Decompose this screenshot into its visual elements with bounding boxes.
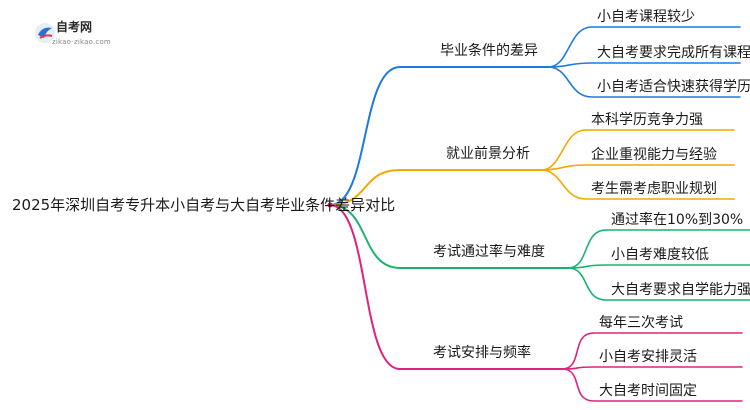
leaf-1-1: 小自考课程较少 [597,9,695,25]
leaf-4-3: 大自考时间固定 [599,383,697,399]
connector-leaf-4-3 [561,368,743,402]
connector-leaf-1-1 [547,26,741,68]
connector-root-branch-1 [329,66,401,206]
branch-pass-rate-difficulty: 考试通过率与难度 [433,244,545,260]
leaf-1-2: 大自考要求完成所有课程 [597,45,750,61]
logo-icon [35,23,55,43]
leaf-4-2: 小自考安排灵活 [599,349,697,365]
logo-name: 自考网 [56,20,93,34]
site-logo[interactable] [34,20,144,50]
branch-exam-schedule: 考试安排与频率 [433,345,531,361]
branch-graduation-conditions: 毕业条件的差异 [440,43,538,59]
leaf-3-3: 大自考要求自学能力强 [611,282,750,298]
root-topic: 2025年深圳自考专升本小自考与大自考毕业条件差异对比 [12,196,396,214]
leaf-2-3: 考生需考虑职业规划 [591,181,717,197]
connector-leaf-3-1 [567,229,750,269]
connector-leaf-2-1 [540,129,735,171]
connector-root-branch-3 [329,204,401,269]
branch-employment-prospects: 就业前景分析 [446,146,530,162]
connector-leaf-2-2 [540,164,735,171]
logo-url: zikao-zikao.com [52,38,111,46]
root-node-dot [327,202,333,208]
connector-leaf-4-1 [561,332,743,370]
leaf-2-2: 企业重视能力与经验 [591,147,717,163]
leaf-3-2: 小自考难度较低 [611,247,709,263]
connector-leaf-3-2 [567,264,750,269]
connector-root-branch-2 [329,169,401,206]
connector-leaf-4-2 [561,366,743,370]
connector-leaf-2-3 [540,169,735,200]
leaf-4-1: 每年三次考试 [599,315,683,331]
connector-leaf-1-2 [547,62,741,68]
connector-leaf-3-3 [567,267,750,301]
connector-leaf-1-3 [547,66,741,98]
leaf-2-1: 本科学历竞争力强 [591,112,703,128]
leaf-3-1: 通过率在10%到30% [611,212,744,228]
leaf-1-3: 小自考适合快速获得学历 [597,79,750,95]
connector-root-branch-4 [329,204,401,370]
